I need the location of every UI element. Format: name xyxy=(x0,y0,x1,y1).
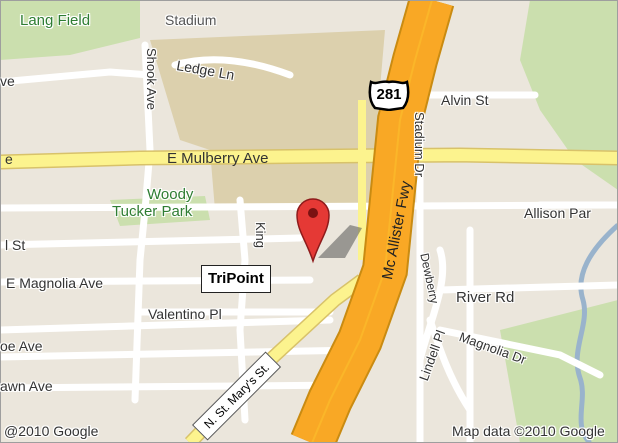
river-rd-label: River Rd xyxy=(456,289,515,306)
tucker-park-label: Tucker Park xyxy=(112,203,193,220)
awn-ave-label: awn Ave xyxy=(0,378,53,394)
alvin-st-label: Alvin St xyxy=(441,92,489,108)
southeast-park xyxy=(500,300,618,443)
stadium-block xyxy=(150,30,385,210)
lang-field-park xyxy=(0,0,140,60)
river xyxy=(574,223,618,443)
tripoint-label[interactable]: TriPoint xyxy=(201,265,271,293)
stadium-dr-label: Stadium Dr xyxy=(412,112,427,178)
king-label: King xyxy=(253,222,268,249)
woody-label: Woody xyxy=(147,186,194,203)
stadium-label: Stadium xyxy=(165,12,217,28)
ave-left-label: ve xyxy=(0,73,15,89)
mulberry-ave xyxy=(0,148,618,168)
copyright-right: Map data ©2010 Google xyxy=(452,423,605,439)
allison-par-label: Allison Par xyxy=(524,205,591,221)
mulberry-ave-label: E Mulberry Ave xyxy=(167,150,269,167)
copyright-left: @2010 Google xyxy=(4,423,99,439)
shield-number: 281 xyxy=(376,86,402,103)
east-park xyxy=(520,0,618,190)
woody-tucker-park xyxy=(110,196,210,226)
freeway-divider xyxy=(311,0,433,443)
shook-ave-label: Shook Ave xyxy=(144,48,159,110)
lang-field-label: Lang Field xyxy=(20,12,91,29)
e-magnolia-ave-label: E Magnolia Ave xyxy=(6,275,104,291)
us-highway-shield-icon: 281 xyxy=(367,79,411,111)
marker-shadow xyxy=(318,225,362,258)
oe-ave-label: oe Ave xyxy=(0,338,43,354)
l-st-label: l St xyxy=(5,237,26,253)
e-left-label: e xyxy=(5,151,13,167)
map-marker-icon[interactable] xyxy=(296,198,330,264)
valentino-pl-label: Valentino Pl xyxy=(148,306,222,322)
